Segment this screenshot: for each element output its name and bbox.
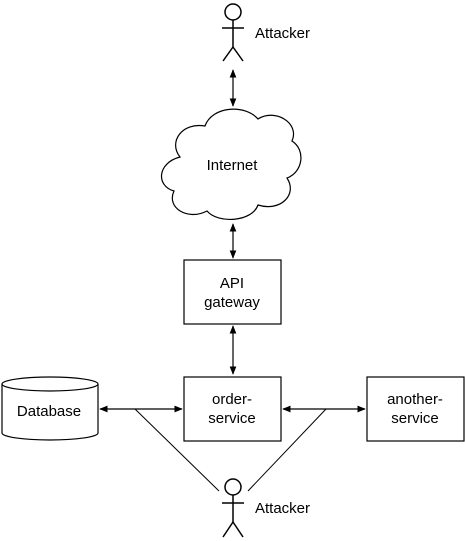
another-service-box [366,376,465,442]
attacker-top-icon [222,3,244,62]
another-service-label-line2: service [391,410,439,427]
attacker-tap-database-link [134,408,220,492]
attacker-top-label: Attacker [255,25,310,42]
api-gateway-box [183,259,282,325]
internet-cloud [160,108,302,221]
order-service-box [183,376,282,442]
api-gateway-label-line2: gateway [204,294,260,311]
internet-label: Internet [207,157,259,174]
order-service-label-line2: service [208,410,256,427]
database-label: Database [17,403,81,420]
another-service-label-line1: another- [387,391,443,408]
attacker-bottom-label: Attacker [255,500,310,517]
attacker-bottom-icon [222,478,244,538]
database-cylinder [1,376,99,441]
attacker-tap-another-service-link [247,408,327,492]
order-service-label-line1: order- [212,391,252,408]
api-gateway-label-line1: API [220,275,244,292]
